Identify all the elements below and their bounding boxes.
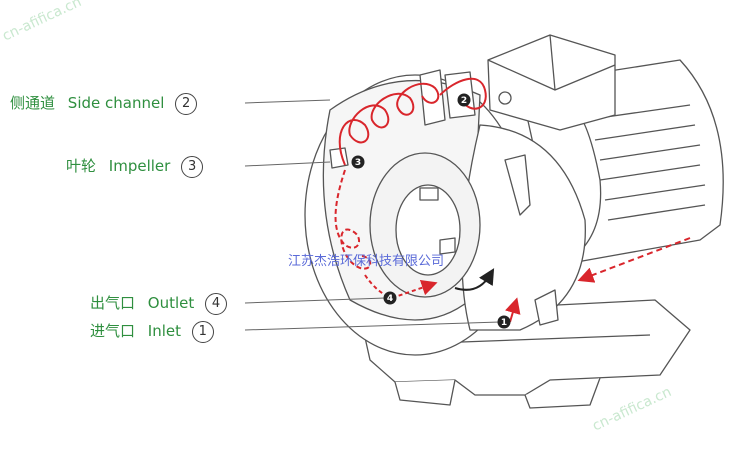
company-watermark: 江苏杰浩环保科技有限公司 xyxy=(288,254,445,269)
label-inlet: 进气口 Inlet 1 xyxy=(90,320,214,343)
marker-4: 4 xyxy=(383,291,397,305)
label-side-channel: 侧通道 Side channel 2 xyxy=(10,92,198,115)
marker-1: 1 xyxy=(497,315,511,329)
callout-number: 1 xyxy=(191,320,214,343)
flow-path xyxy=(334,77,691,323)
label-outlet: 出气口 Outlet 4 xyxy=(90,292,228,315)
callout-number: 4 xyxy=(205,292,228,315)
label-impeller: 叶轮 Impeller 3 xyxy=(66,155,204,178)
leader-lines xyxy=(244,99,501,331)
callout-number: 3 xyxy=(181,155,204,178)
svg-text:3: 3 xyxy=(355,158,361,168)
svg-text:1: 1 xyxy=(501,318,507,328)
svg-text:2: 2 xyxy=(461,96,467,106)
rotation-arrow xyxy=(454,268,495,291)
marker-3: 3 xyxy=(351,155,365,169)
callout-number: 2 xyxy=(175,92,198,115)
marker-2: 2 xyxy=(457,93,471,107)
svg-text:4: 4 xyxy=(387,294,393,304)
